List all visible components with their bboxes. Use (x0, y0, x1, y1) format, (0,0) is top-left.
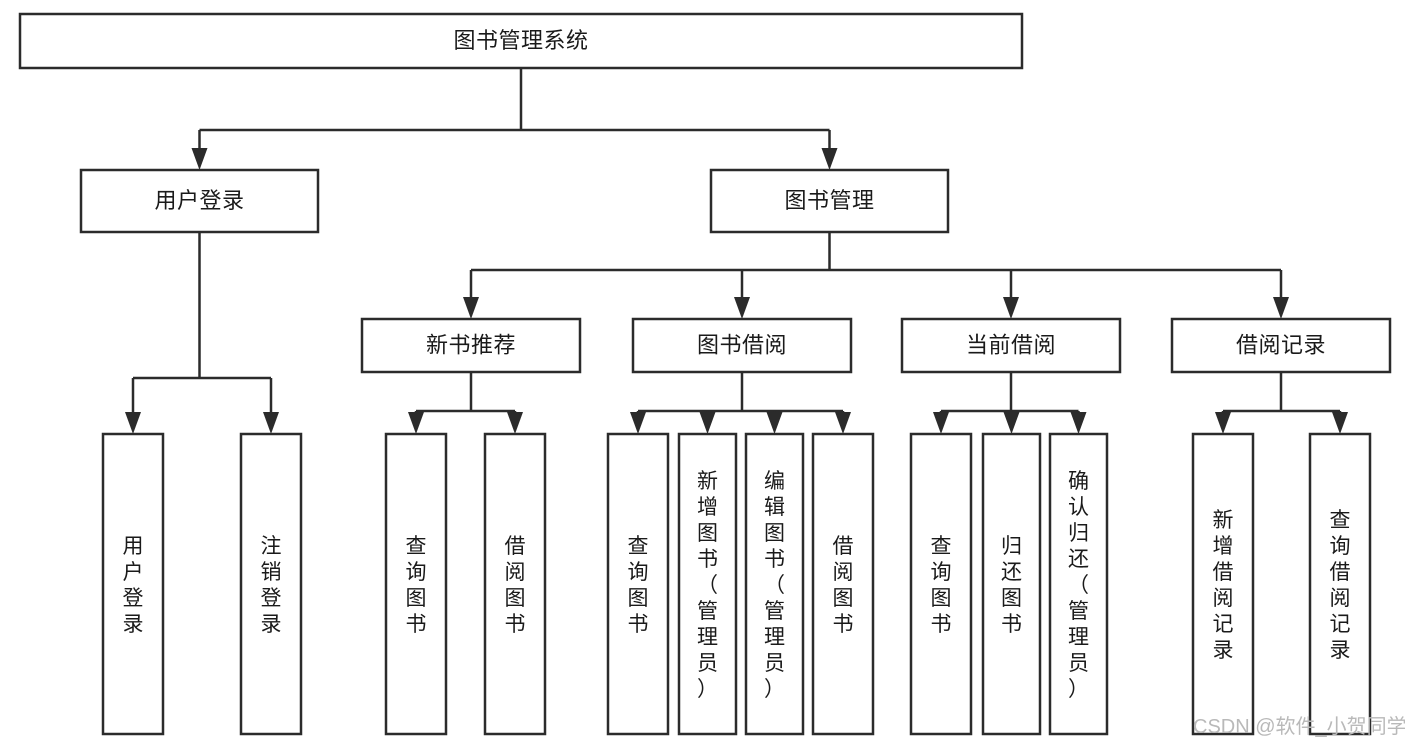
node-label: 借阅图书 (833, 535, 854, 636)
arrowhead-leaf-rec-add (1215, 412, 1231, 434)
arrowhead-root-1 (821, 148, 838, 170)
node-box (1191, 432, 1255, 736)
node-leaf-cur-query[interactable]: 查询图书 (909, 432, 973, 736)
node-label: 图书借阅 (697, 332, 787, 357)
node-borrow-record[interactable]: 借阅记录 (1170, 317, 1392, 374)
node-leaf-user-login[interactable]: 用户登录 (101, 432, 165, 736)
node-new-book-rec[interactable]: 新书推荐 (360, 317, 582, 374)
arrowhead-root-0 (191, 148, 208, 170)
node-label: 查询图书 (931, 535, 952, 636)
arrowhead-leaf-cur-return (1003, 412, 1020, 434)
node-leaf-rec-add[interactable]: 新增借阅记录 (1191, 432, 1255, 736)
node-leaf-cur-return[interactable]: 归还图书 (981, 432, 1042, 736)
node-label: 确认归还（管理员） (1068, 470, 1089, 701)
node-box (631, 317, 853, 374)
node-label: 用户登录 (123, 535, 144, 636)
node-box (900, 317, 1122, 374)
node-leaf-rec-query2[interactable]: 查询借阅记录 (1308, 432, 1372, 736)
arrowhead-leaf-rec-borrow (507, 412, 523, 434)
arrowhead-l3-3 (1273, 297, 1289, 319)
arrowhead-leaf-cur-confirm (1070, 412, 1087, 434)
node-label: 注销登录 (261, 535, 282, 636)
node-box (744, 432, 805, 736)
arrowhead-leaf-rec-query (408, 412, 424, 434)
node-leaf-cur-confirm[interactable]: 确认归还（管理员） (1048, 432, 1109, 736)
node-box (1048, 432, 1109, 736)
node-box (909, 432, 973, 736)
arrowhead-leaf-user-logout (263, 412, 279, 434)
node-label: 图书管理系统 (453, 28, 588, 53)
arrowhead-l3-1 (734, 297, 750, 319)
node-label: 用户登录 (154, 188, 244, 213)
node-book-borrow[interactable]: 图书借阅 (631, 317, 853, 374)
node-label: 查询借阅记录 (1330, 509, 1351, 662)
node-box (1170, 317, 1392, 374)
node-box (981, 432, 1042, 736)
arrowhead-leaf-borrow-edit (766, 412, 783, 434)
arrowhead-l3-2 (1003, 297, 1019, 319)
node-box (483, 432, 547, 736)
node-box (1308, 432, 1372, 736)
node-label: 新书推荐 (426, 332, 516, 357)
node-label: 当前借阅 (966, 332, 1056, 357)
node-leaf-user-logout[interactable]: 注销登录 (239, 432, 303, 736)
node-box (606, 432, 670, 736)
nodes-layer: 图书管理系统用户登录图书管理新书推荐图书借阅当前借阅借阅记录用户登录注销登录查询… (18, 12, 1392, 736)
node-root[interactable]: 图书管理系统 (18, 12, 1024, 70)
node-box (811, 432, 875, 736)
csdn-watermark: CSDN @软件_小贺同学 (1193, 715, 1405, 738)
arrowhead-l3-0 (463, 297, 479, 319)
node-label: 借阅图书 (505, 535, 526, 636)
connectors-layer (125, 68, 1348, 434)
arrowhead-leaf-rec-query2 (1332, 412, 1348, 434)
node-box (709, 168, 950, 234)
node-label: 查询图书 (406, 535, 427, 636)
node-label: 查询图书 (628, 535, 649, 636)
node-label: 图书管理 (784, 188, 874, 213)
node-box (677, 432, 738, 736)
node-box (239, 432, 303, 736)
arrowhead-leaf-borrow-query (630, 412, 646, 434)
arrowhead-leaf-user-login (125, 412, 141, 434)
node-box (18, 12, 1024, 70)
node-box (360, 317, 582, 374)
node-leaf-rec-borrow[interactable]: 借阅图书 (483, 432, 547, 736)
node-user-login[interactable]: 用户登录 (79, 168, 320, 234)
node-label: 新增图书（管理员） (697, 470, 718, 701)
node-box (79, 168, 320, 234)
node-box (101, 432, 165, 736)
node-leaf-rec-query[interactable]: 查询图书 (384, 432, 448, 736)
node-label: 借阅记录 (1236, 332, 1326, 357)
node-leaf-borrow-add[interactable]: 新增图书（管理员） (677, 432, 738, 736)
node-label: 归还图书 (1001, 535, 1022, 636)
arrowhead-leaf-borrow-do (835, 412, 851, 434)
node-current-borrow[interactable]: 当前借阅 (900, 317, 1122, 374)
node-leaf-borrow-do[interactable]: 借阅图书 (811, 432, 875, 736)
node-book-manage[interactable]: 图书管理 (709, 168, 950, 234)
arrowhead-leaf-borrow-add (699, 412, 716, 434)
node-leaf-borrow-edit[interactable]: 编辑图书（管理员） (744, 432, 805, 736)
node-label: 编辑图书（管理员） (764, 470, 785, 701)
node-box (384, 432, 448, 736)
node-leaf-borrow-query[interactable]: 查询图书 (606, 432, 670, 736)
node-label: 新增借阅记录 (1213, 509, 1234, 662)
arrowhead-leaf-cur-query (933, 412, 949, 434)
